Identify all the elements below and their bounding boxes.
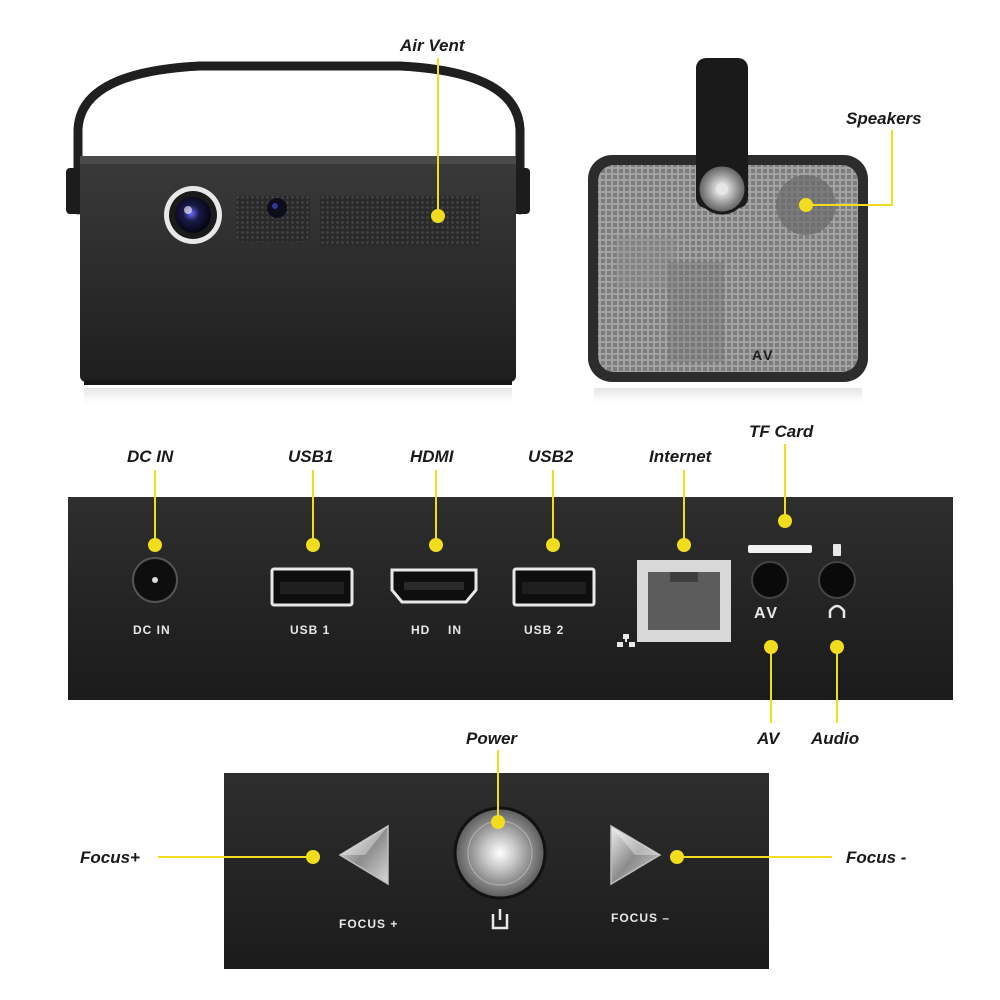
- network-icon: [617, 634, 635, 647]
- callout-label: Speakers: [846, 109, 922, 128]
- dc-in-pin: [152, 577, 158, 583]
- projector-body: [80, 156, 516, 382]
- focus-minus-print: FOCUS –: [611, 911, 670, 925]
- callout-usb1: USB1: [288, 447, 333, 552]
- carry-handle: [73, 61, 525, 215]
- callout-label: HDMI: [410, 447, 455, 466]
- callout-dot: [778, 514, 792, 528]
- ir-sensor-glint: [272, 203, 278, 209]
- dc-in-print: DC IN: [133, 623, 171, 637]
- callout-label: Focus+: [80, 848, 140, 867]
- in-print: IN: [448, 623, 462, 637]
- av-print-rear: AV: [752, 347, 774, 363]
- body-feet: [84, 380, 512, 385]
- power-button-icon: [453, 806, 547, 900]
- callout-focus-minus: Focus -: [670, 848, 907, 867]
- callout-usb2: USB2: [528, 447, 574, 552]
- usb1-tongue: [280, 582, 344, 594]
- audio-jack: [818, 561, 856, 599]
- battery-icon: [833, 544, 841, 556]
- card-slot-icon: [748, 545, 812, 553]
- callout-dot: [546, 538, 560, 552]
- focus-plus-print: FOCUS +: [339, 917, 398, 931]
- hd-print: HD: [411, 623, 430, 637]
- av-jack: [751, 561, 789, 599]
- callout-dot: [306, 850, 320, 864]
- callout-dot: [431, 209, 445, 223]
- usb2-print: USB 2: [524, 623, 564, 637]
- callout-label: Audio: [810, 729, 859, 748]
- control-panel: FOCUS + FOCUS –: [224, 773, 769, 969]
- callout-label: Focus -: [846, 848, 907, 867]
- port-panel: DC IN USB 1 HD IN USB 2 AV: [68, 497, 953, 700]
- reflection: [84, 388, 512, 408]
- power-icon: [491, 909, 509, 930]
- callout-label: DC IN: [127, 447, 174, 466]
- strap-knob-center: [716, 183, 728, 195]
- lens-icon: [175, 197, 211, 233]
- body-top-edge: [80, 156, 516, 164]
- headphone-icon: [828, 604, 846, 618]
- callout-speakers: Speakers: [799, 109, 922, 212]
- usb2-tongue: [522, 582, 586, 594]
- callout-tf-card: TF Card: [749, 422, 814, 528]
- focus-plus-facet: [340, 826, 388, 855]
- callout-dc-in: DC IN: [127, 447, 174, 552]
- callout-dot: [764, 640, 778, 654]
- callout-dot: [148, 538, 162, 552]
- callout-internet: Internet: [649, 447, 713, 552]
- focus-minus-button-icon: [610, 824, 662, 886]
- callout-label: USB1: [288, 447, 333, 466]
- ethernet-clip: [670, 572, 698, 582]
- grille-panel-mid: [668, 262, 724, 362]
- usb1-print: USB 1: [290, 623, 330, 637]
- focus-plus-button-icon: [338, 824, 389, 886]
- callout-av: AV: [756, 640, 781, 748]
- projector-rear-view: AV: [588, 58, 868, 408]
- callout-label: Air Vent: [399, 36, 466, 55]
- av-print: AV: [754, 605, 779, 622]
- callout-dot: [799, 198, 813, 212]
- callout-air-vent: Air Vent: [399, 36, 466, 223]
- reflection: [594, 388, 862, 408]
- callout-dot: [830, 640, 844, 654]
- lens-glint: [184, 206, 192, 214]
- handle-clip-left: [66, 168, 84, 214]
- handle-clip-right: [512, 168, 530, 214]
- callout-hdmi: HDMI: [410, 447, 455, 552]
- callout-line: [806, 130, 893, 206]
- projector-front-view: [66, 61, 530, 408]
- callout-label: TF Card: [749, 422, 814, 441]
- callout-power: Power: [466, 729, 518, 829]
- hdmi-tongue: [404, 582, 464, 590]
- air-vent-grille: [320, 196, 480, 246]
- callout-dot: [491, 815, 505, 829]
- callout-label: USB2: [528, 447, 574, 466]
- focus-minus-facet: [611, 826, 660, 855]
- callout-label: AV: [756, 729, 781, 748]
- callout-focus-plus: Focus+: [80, 848, 320, 867]
- callout-dot: [677, 538, 691, 552]
- callout-dot: [306, 538, 320, 552]
- callout-label: Power: [466, 729, 518, 748]
- callout-audio: Audio: [810, 640, 859, 748]
- callout-label: Internet: [649, 447, 713, 466]
- port-panel-body: [68, 497, 953, 700]
- callout-dot: [429, 538, 443, 552]
- grille-panel-top: [616, 238, 676, 288]
- callout-dot: [670, 850, 684, 864]
